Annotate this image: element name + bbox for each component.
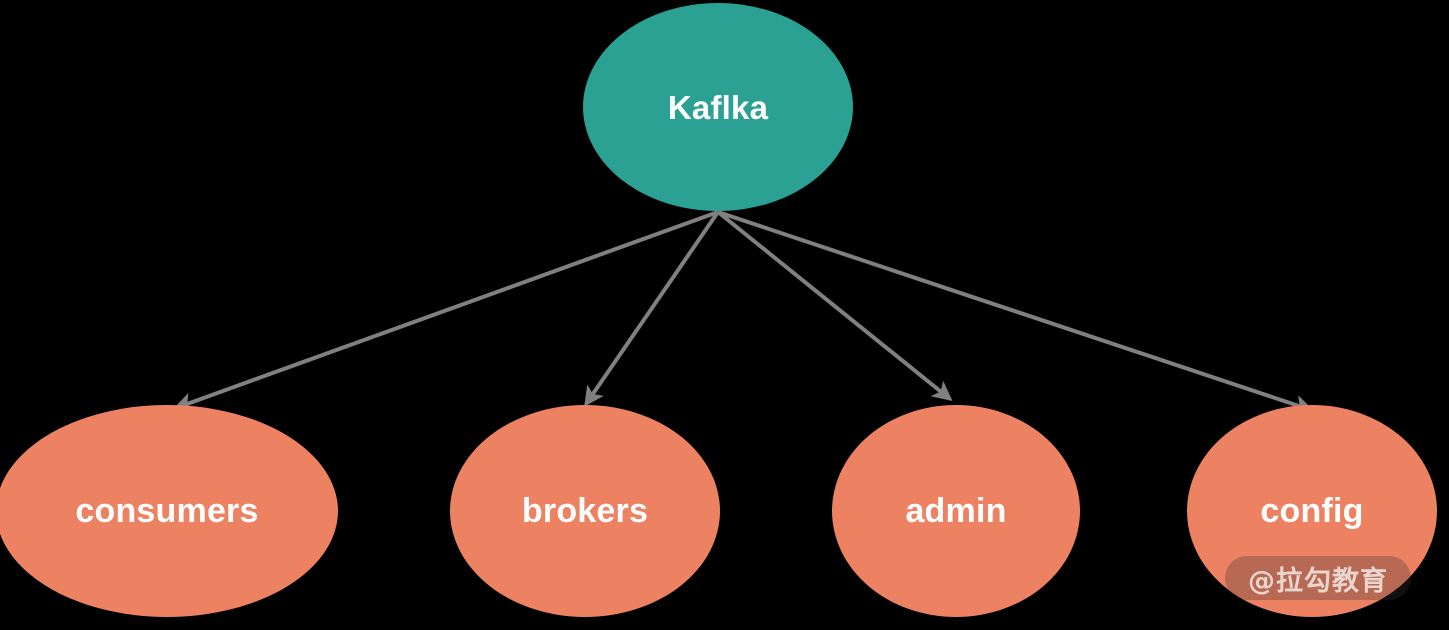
edge-kaflka-config: [717, 210, 1315, 415]
node-kaflka[interactable]: Kaflka: [583, 3, 853, 211]
node-config-label: config: [1260, 492, 1364, 530]
node-consumers[interactable]: consumers: [0, 405, 338, 617]
node-consumers-label: consumers: [75, 492, 259, 530]
node-config[interactable]: config: [1187, 405, 1437, 617]
edge-kaflka-consumers: [172, 210, 719, 412]
node-kaflka-label: Kaflka: [667, 88, 769, 126]
edge-kaflka-brokers: [584, 210, 720, 407]
node-brokers-label: brokers: [521, 492, 649, 530]
node-admin-label: admin: [905, 492, 1007, 530]
edges-group: [172, 210, 1315, 415]
node-admin[interactable]: admin: [832, 405, 1080, 617]
edge-kaflka-admin: [716, 210, 953, 402]
node-brokers[interactable]: brokers: [450, 405, 720, 617]
